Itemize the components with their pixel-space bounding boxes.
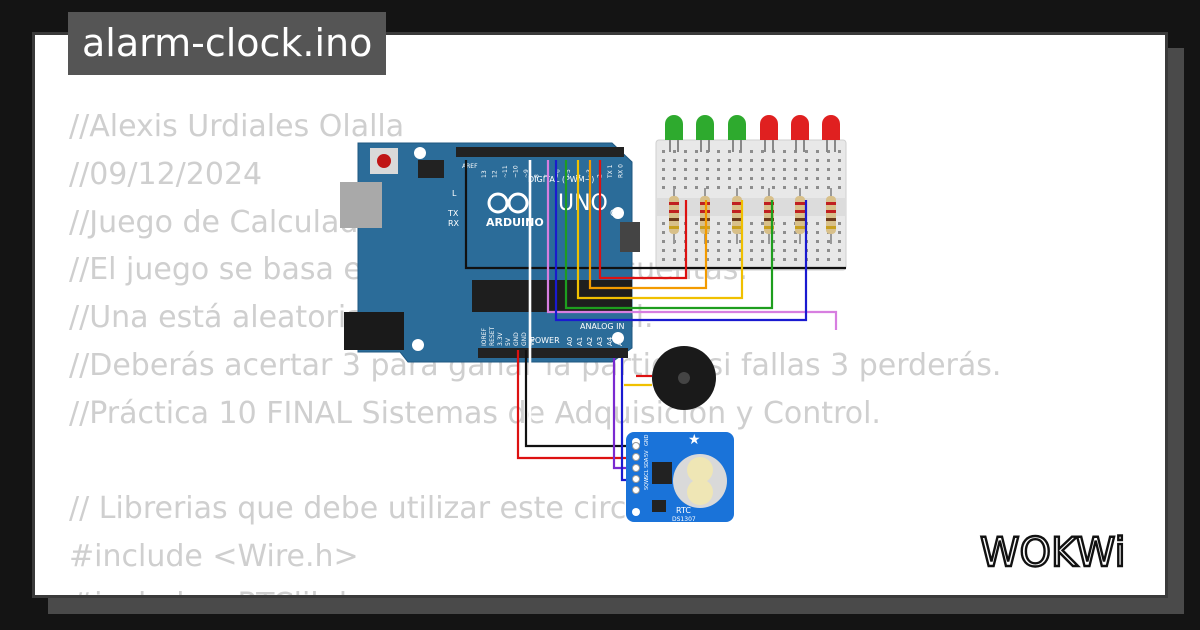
- led: [665, 115, 683, 152]
- reset-button[interactable]: [377, 154, 391, 168]
- led: [696, 115, 714, 152]
- code-line: //Juego de Calculadora: [69, 204, 408, 240]
- digital-pin-label: 13: [481, 170, 488, 178]
- power-jack: [344, 312, 404, 350]
- analog-pin-label: A5: [616, 337, 624, 346]
- rtc-pin: [632, 453, 640, 461]
- digital-pin-label: ~11: [502, 165, 509, 178]
- resistor: [795, 188, 805, 244]
- rtc-pin-label: SDA: [644, 457, 650, 468]
- led: [728, 115, 746, 152]
- project-title: alarm-clock.ino: [68, 12, 387, 75]
- rx-label: RX: [448, 219, 460, 228]
- wires: [464, 160, 846, 482]
- digital-pin-label: ~9: [523, 169, 530, 178]
- power-pin-label: GND: [513, 332, 520, 346]
- wokwi-logo-text: WOKWi: [980, 530, 1126, 576]
- power-pin-label: RESET: [489, 326, 496, 346]
- rtc-pin-label: SQW: [644, 478, 650, 490]
- code-line: #include <Wire.h>: [69, 539, 359, 575]
- analog-pin-label: A2: [586, 337, 594, 346]
- power-pin-label: Vin: [529, 336, 536, 346]
- power-pin-label: GND: [521, 332, 528, 346]
- wire-5v-rtc: [516, 350, 634, 460]
- star-icon: ★: [688, 432, 701, 448]
- led: [791, 115, 809, 152]
- rtc-pin-label: SCL: [644, 469, 650, 479]
- digital-label: DIGITAL (PWM~): [528, 175, 594, 184]
- resistor: [732, 188, 742, 244]
- atmega-chip: [472, 280, 632, 312]
- code-line: //09/12/2024: [69, 156, 263, 192]
- rtc-chip-label: DS1307: [672, 516, 696, 523]
- digital-pin-label: ~5: [565, 169, 572, 178]
- on-label: ON: [610, 209, 624, 219]
- rtc-label: RTC: [676, 506, 691, 515]
- resistor: [669, 188, 679, 244]
- analog-pin-label: A3: [596, 337, 604, 346]
- power-pin-label: 5V: [505, 337, 512, 346]
- wire-d4: [588, 160, 708, 290]
- wire-d6: [564, 160, 774, 310]
- power-pin-label: 3.3V: [497, 331, 504, 346]
- digital-pin-label: 12: [492, 170, 499, 178]
- digital-header: [456, 147, 624, 157]
- wire-gnd-breadboard: [464, 160, 846, 270]
- digital-pin-label: ~6: [555, 169, 562, 178]
- code-line: //Alexis Urdiales Olalla: [69, 109, 405, 144]
- digital-pin-label: ~10: [513, 165, 520, 178]
- digital-pin-label: 8: [534, 174, 541, 178]
- wire-d5: [576, 160, 744, 300]
- usb-connector: [340, 182, 382, 228]
- rtc-chip: [652, 462, 672, 484]
- wire-d9: [546, 160, 838, 330]
- rtc-pin: [632, 464, 640, 472]
- wire-gnd-rtc: [524, 350, 634, 448]
- analog-pin-label: A0: [566, 337, 574, 346]
- arduino-logo-icon: [487, 192, 529, 214]
- wire-d3: [598, 160, 688, 280]
- breadboard: [655, 139, 847, 271]
- wire-d7: [554, 160, 808, 322]
- rtc-pin: [632, 486, 640, 494]
- aref-label: AREF: [462, 163, 478, 170]
- analog-label: ANALOG IN: [580, 322, 625, 331]
- digital-pin-label: TX 1: [607, 164, 614, 179]
- analog-header: [478, 348, 628, 358]
- rtc-pin-label: 5V: [644, 450, 650, 457]
- led-row: [665, 115, 840, 152]
- rtc-pin: [632, 475, 640, 483]
- rtc-pin: [632, 442, 640, 450]
- led: [760, 115, 778, 152]
- led: [822, 115, 840, 152]
- arduino-brand: ARDUINO: [486, 216, 544, 229]
- code-line: #include <RTClib.h>: [69, 581, 1001, 595]
- digital-pin-label: RX 0: [618, 164, 625, 178]
- resistor: [826, 188, 836, 244]
- power-pin-label: IOREF: [481, 328, 488, 346]
- analog-pin-label: A4: [606, 336, 614, 346]
- wokwi-logo: WOKWi: [979, 529, 1127, 577]
- rtc-pin-label: GND: [644, 434, 650, 446]
- power-label: POWER: [530, 336, 560, 345]
- led-l-label: L: [452, 189, 457, 198]
- arduino-uno: L TX RX ON DIGITAL (PWM~) ARDUINO UNO PO…: [340, 142, 640, 363]
- analog-pin-label: A1: [576, 337, 584, 346]
- tx-label: TX: [447, 209, 459, 218]
- buzzer: [652, 346, 716, 410]
